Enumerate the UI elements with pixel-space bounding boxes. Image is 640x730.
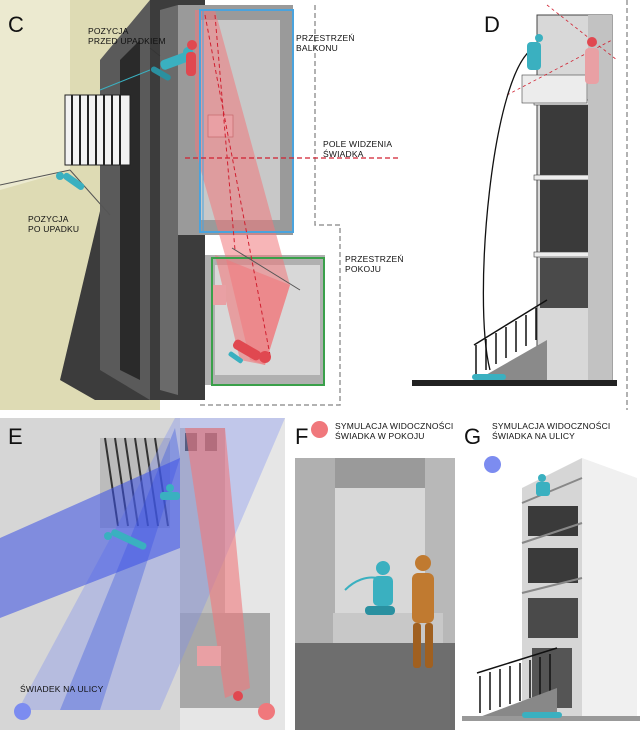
figure-ground-g (522, 712, 562, 718)
street-witness-dot (14, 703, 31, 720)
figure-after-fall (56, 172, 85, 190)
label-view-line2: ŚWIADKA (323, 149, 364, 159)
label-room-simulation: SYMULACJA WIDOCZNOŚCI ŚWIADKA W POKOJU (335, 421, 454, 441)
figure-standing-orange (412, 555, 434, 668)
label-room-line1: PRZESTRZEŃ (345, 254, 404, 264)
panel-g-letter: G (464, 424, 482, 449)
figure-sitting-teal (365, 561, 395, 615)
figure-fallen-blue (104, 529, 147, 550)
label-balcony-space: PRZESTRZEŃ BALKONU (296, 33, 355, 53)
label-balcony-line2: BALKONU (296, 43, 339, 53)
figure-witness-balcony (186, 40, 197, 76)
label-witness-view: POLE WIDZENIA ŚWIADKA (323, 139, 392, 159)
panel-e-drawing (0, 418, 285, 730)
panel-e-letter: E (8, 424, 23, 449)
label-before-fall-line2: PRZED UPADKIEM (88, 36, 166, 46)
figure-top-g (536, 474, 550, 496)
label-street-simulation: SYMULACJA WIDOCZNOŚCI ŚWIADKA NA ULICY (492, 421, 611, 441)
label-after-fall: POZYCJA PO UPADKU (28, 214, 79, 234)
panel-f: F SYMULACJA WIDOCZNOŚCI ŚWIADKA W POKOJU (295, 418, 455, 730)
panel-g: G SYMULACJA WIDOCZNOŚCI ŚWIADKA NA ULICY (462, 418, 640, 730)
label-room-space: PRZESTRZEŃ POKOJU (345, 254, 404, 274)
room-witness-dot-e (258, 703, 275, 720)
panel-c-drawing (0, 0, 400, 410)
label-f-line1: SYMULACJA WIDOCZNOŚCI (335, 421, 454, 431)
label-g-line1: SYMULACJA WIDOCZNOŚCI (492, 421, 611, 431)
street-witness-dot-g (484, 456, 501, 473)
panel-f-drawing (295, 458, 455, 730)
label-balcony-line1: PRZESTRZEŃ (296, 33, 355, 43)
panel-f-letter: F (295, 424, 309, 449)
label-after-fall-line1: POZYCJA (28, 214, 69, 224)
figure-on-ground (472, 374, 506, 380)
label-f-line2: ŚWIADKA W POKOJU (335, 431, 425, 441)
panel-g-drawing (462, 418, 640, 730)
panel-c-letter: C (8, 12, 24, 37)
figure-falling (527, 34, 543, 70)
label-before-fall: POZYCJA PRZED UPADKIEM (88, 26, 166, 46)
label-street-witness: ŚWIADEK NA ULICY (20, 684, 104, 694)
panel-e: E ŚWIADEK NA ULICY (0, 418, 285, 730)
panel-c: C POZYCJA PRZED UPADKIEM PRZESTRZEŃ BALK… (0, 0, 405, 410)
figure-witness-room (228, 339, 271, 364)
panel-d-drawing (412, 0, 640, 410)
label-g-line2: ŚWIADKA NA ULICY (492, 431, 576, 441)
panel-d: D (412, 0, 640, 410)
panel-d-letter: D (484, 12, 500, 37)
figure-top-blue (160, 484, 180, 500)
figure-room-red (233, 691, 243, 701)
label-view-line1: POLE WIDZENIA (323, 139, 393, 149)
room-witness-dot-f (311, 421, 328, 438)
label-room-line2: POKOJU (345, 264, 382, 274)
label-before-fall-line1: POZYCJA (88, 26, 129, 36)
figure-witness-red (585, 37, 599, 84)
label-after-fall-line2: PO UPADKU (28, 224, 80, 234)
